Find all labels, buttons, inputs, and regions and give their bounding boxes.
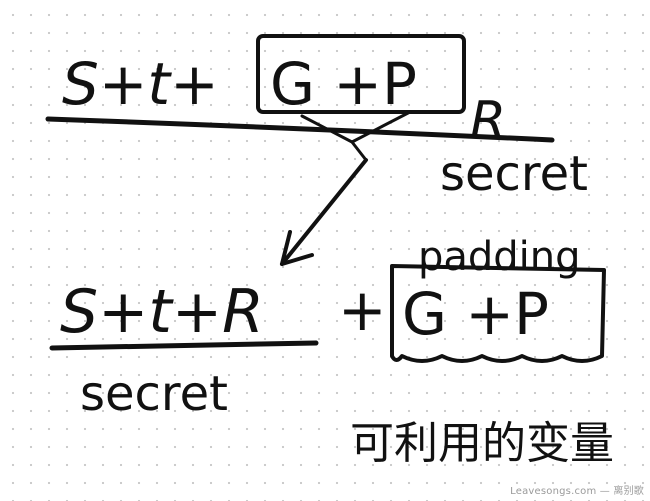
bottom-expression: S+t+R + padding G +P secret: [49, 234, 606, 422]
top-tail-r: R: [470, 91, 506, 151]
bottom-plus: +: [338, 276, 387, 344]
top-secret-label: secret: [440, 146, 588, 202]
bottom-secret-label: secret: [80, 366, 228, 422]
watermark: Leavesongs.com — 离别歌: [510, 486, 644, 497]
top-fraction-line: [45, 116, 555, 143]
caption-usable-variables: 可利用的变量: [350, 418, 614, 469]
bottom-numerator: S+t+R: [60, 277, 264, 347]
top-expression: S+t+ G +P R secret: [45, 34, 588, 202]
transform-arrow: [280, 110, 412, 266]
top-numerator-left: S+t+: [62, 50, 219, 118]
bottom-boxed-variables: G +P: [402, 280, 549, 348]
top-boxed-variables: G +P: [270, 50, 417, 118]
padding-box-outline: [390, 264, 606, 363]
bottom-fraction-line: [49, 340, 319, 351]
top-highlight-box: [256, 34, 466, 114]
padding-label: padding: [418, 234, 581, 280]
